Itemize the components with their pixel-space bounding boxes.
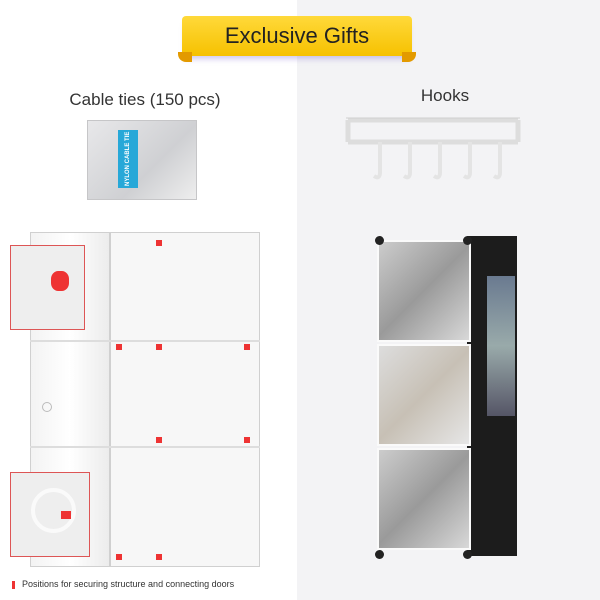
wardrobe-door <box>377 448 471 550</box>
wardrobe-door <box>377 344 471 446</box>
detail-inset-top <box>10 245 85 330</box>
connector-marker <box>156 344 162 350</box>
connector-marker <box>156 240 162 246</box>
connector-marker <box>156 437 162 443</box>
cable-ties-image <box>87 120 197 200</box>
wardrobe-open-column <box>110 232 260 567</box>
connector-marker <box>116 344 122 350</box>
connector-marker <box>156 554 162 560</box>
connector-marker <box>244 437 250 443</box>
hook-rack-image <box>340 112 530 192</box>
hooks-label: Hooks <box>420 86 470 105</box>
detail-inset-bottom <box>10 472 90 557</box>
exclusive-gifts-banner: Exclusive Gifts <box>178 16 416 62</box>
connector-marker <box>116 554 122 560</box>
wardrobe-door <box>377 240 471 342</box>
black-wardrobe-image <box>375 236 520 561</box>
cable-ties-product-label: NYLON CABLE TIE <box>118 130 138 188</box>
connector-marker <box>244 344 250 350</box>
cable-ties-label: Cable ties (150 pcs) <box>69 90 221 109</box>
footnote-text: Positions for securing structure and con… <box>22 579 235 589</box>
banner-title: Exclusive Gifts <box>224 23 370 48</box>
hanging-clothes <box>487 276 515 416</box>
red-marker-icon <box>12 581 15 589</box>
